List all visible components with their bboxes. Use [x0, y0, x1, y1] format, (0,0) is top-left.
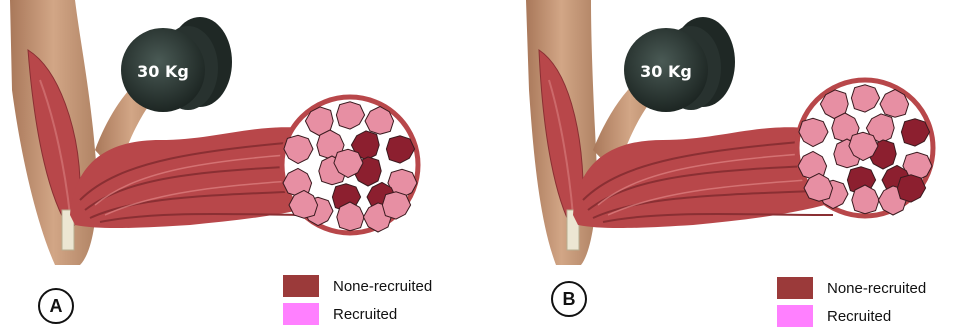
legend: None-recruited Recruited: [777, 274, 926, 330]
legend-item-recruited: Recruited: [283, 300, 432, 328]
swatch-recruited: [283, 303, 319, 325]
weight-label: 30 Kg: [137, 62, 189, 81]
panel-label-b: B: [551, 281, 587, 317]
legend-label: Recruited: [827, 308, 891, 325]
swatch-recruited: [777, 305, 813, 327]
swatch-none-recruited: [283, 275, 319, 297]
recruited-fiber: [382, 192, 410, 219]
none-recruited-fiber: [897, 175, 925, 202]
swatch-none-recruited: [777, 277, 813, 299]
legend-item-recruited: Recruited: [777, 302, 926, 330]
legend: None-recruited Recruited: [283, 272, 432, 328]
panel-a: 30 Kg A None-recruited Recruited: [0, 0, 481, 329]
legend-item-none-recruited: None-recruited: [283, 272, 432, 300]
legend-label: Recruited: [333, 306, 397, 323]
panel-label-a: A: [38, 288, 74, 324]
legend-label: None-recruited: [333, 278, 432, 295]
legend-label: None-recruited: [827, 280, 926, 297]
arm-figure: 30 Kg: [0, 0, 481, 270]
weight-label: 30 Kg: [640, 62, 692, 81]
legend-item-none-recruited: None-recruited: [777, 274, 926, 302]
arm-figure: 30 Kg: [481, 0, 962, 270]
panel-b: 30 Kg B None-recruited Recruited: [481, 0, 962, 329]
